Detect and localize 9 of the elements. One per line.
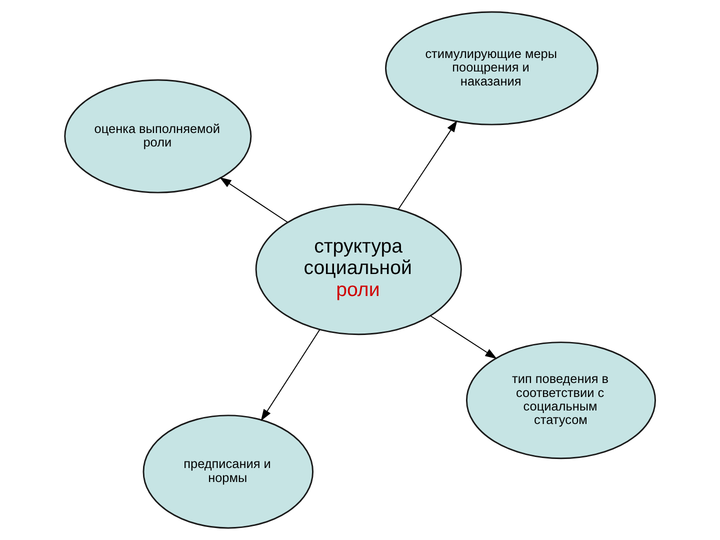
node-ellipse: тип поведения в соответствии с социальным статусом — [466, 342, 656, 460]
arrow — [220, 177, 288, 223]
arrow — [260, 329, 320, 422]
node-ellipse: предписания и нормы — [142, 414, 314, 529]
arrow — [398, 120, 458, 210]
arrow — [430, 315, 497, 359]
node-ellipse: структура социальной роли — [255, 204, 462, 336]
node-ellipse: стимулирующие меры поощрения и наказания — [385, 11, 598, 126]
node-ellipse: оценка выполняемой роли — [64, 79, 252, 194]
